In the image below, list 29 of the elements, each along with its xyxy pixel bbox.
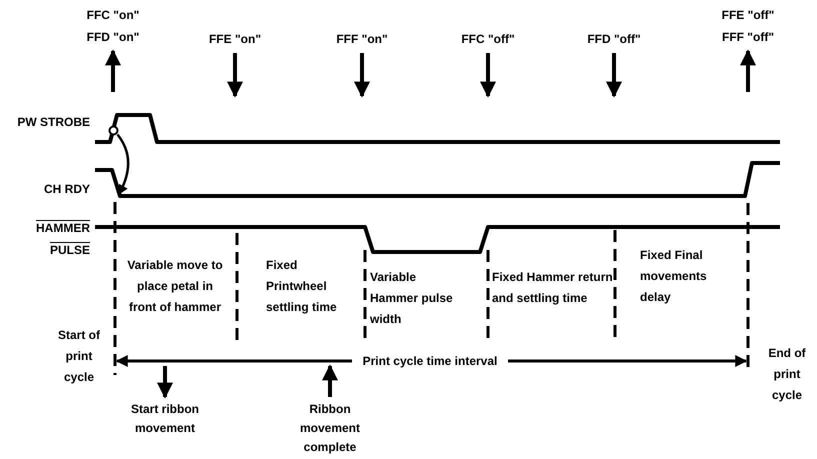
arrow	[322, 364, 338, 397]
timing-label: CH RDY	[42, 181, 90, 198]
junction-circle	[108, 125, 119, 136]
timing-label: Fixed Printwheel settling time	[266, 257, 338, 316]
event-label: Ribbon movement complete	[280, 400, 380, 457]
arrow	[354, 53, 370, 98]
arrow	[157, 366, 173, 399]
event-label: Start ribbon movement	[120, 400, 210, 438]
arrow	[227, 53, 243, 98]
timing-label: Start of print cycle	[57, 327, 101, 386]
event-label: FFC "on" FFD "on"	[68, 4, 158, 48]
event-label: FFC "off"	[438, 28, 538, 50]
timing-label: Fixed Hammer return and settling time	[492, 269, 614, 307]
timing-label: PW STROBE	[16, 114, 90, 131]
event-label: FFD "off"	[564, 28, 664, 50]
event-label: FFE "on"	[190, 28, 280, 50]
timing-label: HAMMER	[35, 220, 90, 237]
timing-label: Fixed Final movements delay	[640, 247, 708, 306]
arrow	[606, 53, 622, 98]
arrow	[480, 53, 496, 98]
event-label: FFF "on"	[317, 28, 407, 50]
event-label: FFE "off" FFF "off"	[698, 4, 798, 48]
arrow	[105, 49, 121, 92]
timing-label: Variable Hammer pulse width	[370, 269, 454, 328]
timing-label: End of print cycle	[767, 345, 807, 404]
arrow	[116, 134, 130, 195]
arrow	[740, 49, 756, 92]
timing-label: PULSE	[48, 242, 90, 259]
timing-label: Variable move to place petal in front of hammer	[126, 257, 224, 316]
